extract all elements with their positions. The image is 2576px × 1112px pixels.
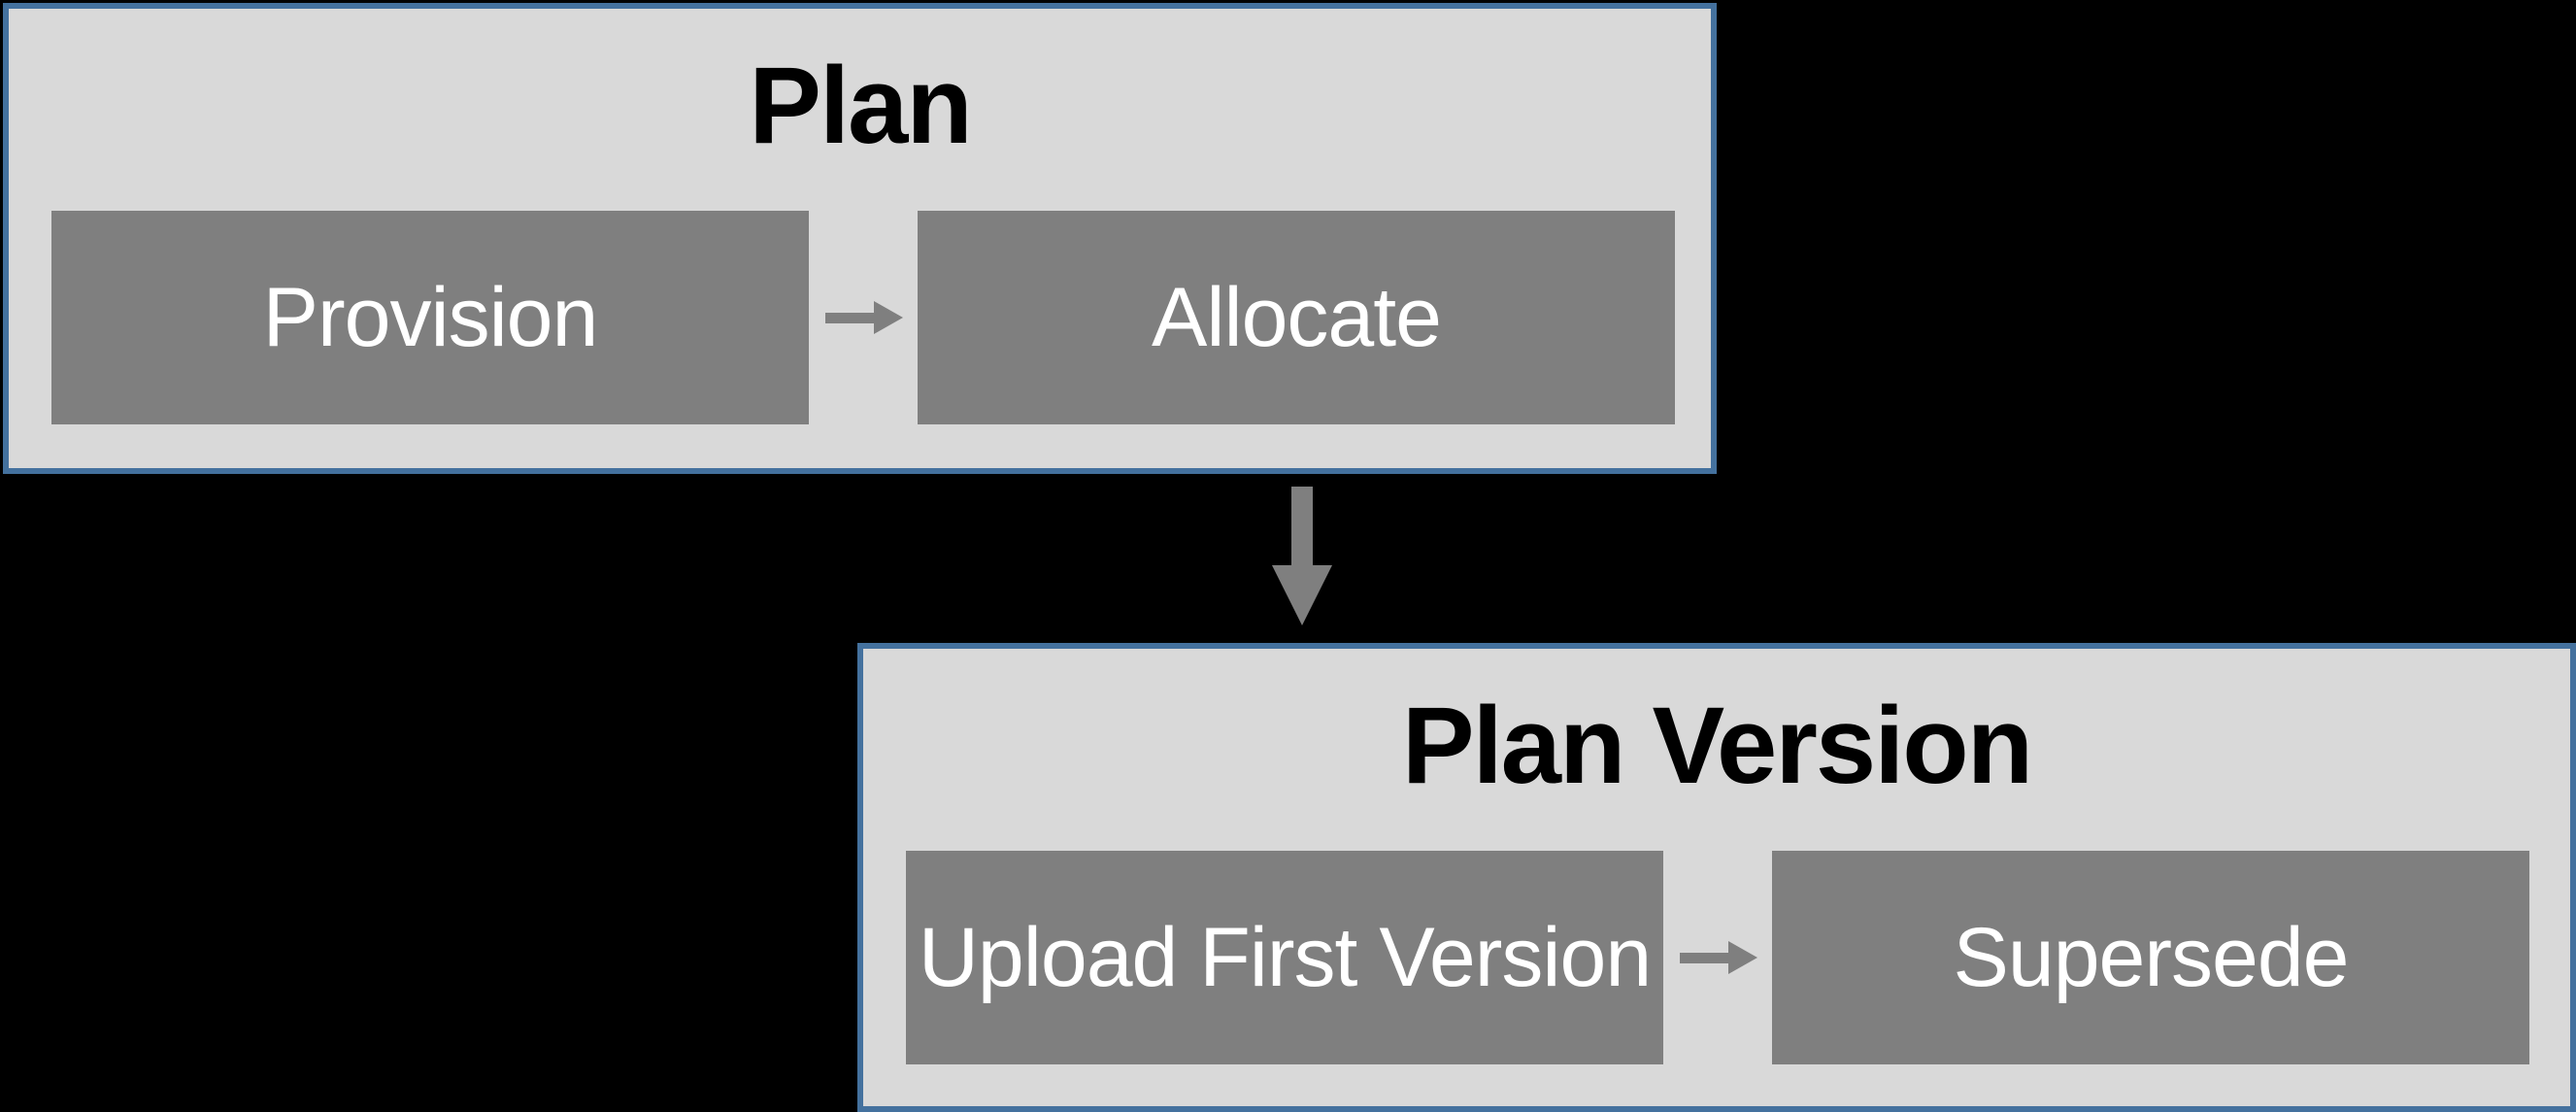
down-arrow-icon [1272,487,1332,625]
plan-version-group-panel: Plan Version Upload First Version Supers… [857,643,2576,1112]
plan-group-title: Plan [749,45,973,166]
right-arrow-icon [825,301,903,334]
node-provision: Provision [51,211,809,424]
plan-group-panel: Plan Provision Allocate [3,3,1717,474]
node-supersede: Supersede [1772,851,2529,1064]
node-allocate: Allocate [918,211,1675,424]
plan-version-group-title: Plan Version [1401,685,2033,806]
node-upload-first-version: Upload First Version [906,851,1663,1064]
right-arrow-icon [1680,941,1757,974]
